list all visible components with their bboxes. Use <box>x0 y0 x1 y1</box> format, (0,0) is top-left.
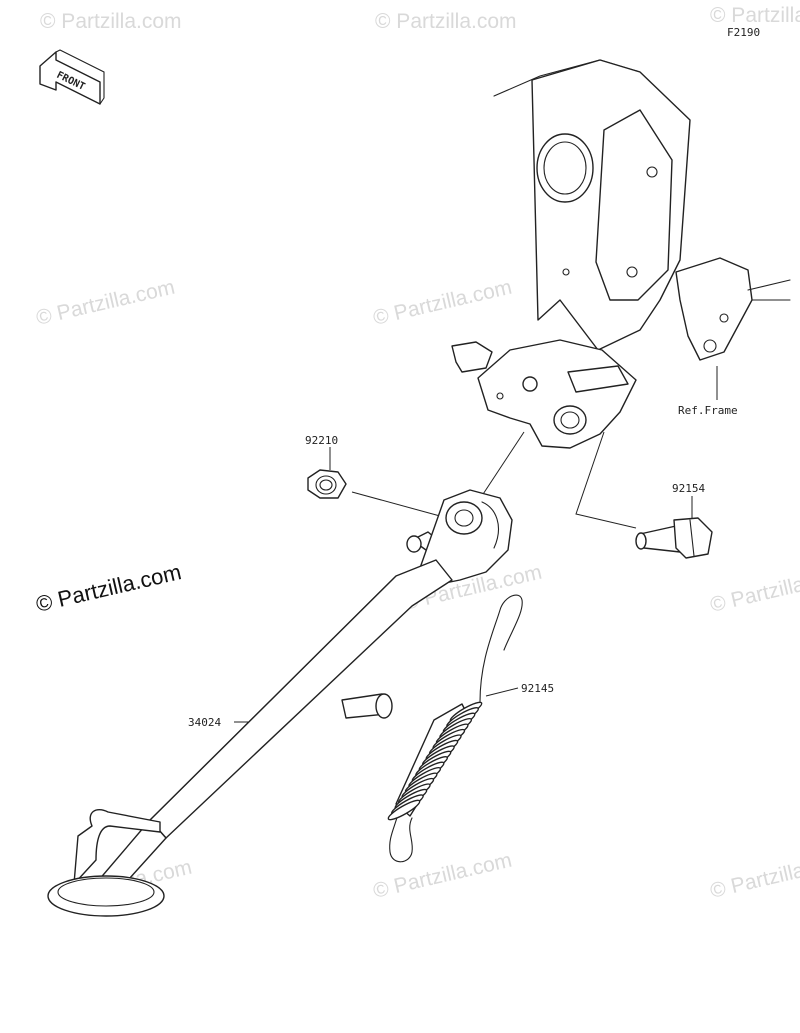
part-label-bolt: 92154 <box>672 482 705 495</box>
watermark-text: © Partzilla.com <box>40 10 182 33</box>
leader-line <box>485 687 519 697</box>
watermark-main: © Partzilla.com <box>34 559 184 617</box>
leader-line <box>575 431 637 529</box>
leader-line <box>351 491 441 517</box>
watermark-text: © Partzilla.com <box>710 4 800 27</box>
watermark-text: © Partzilla.com <box>375 10 517 33</box>
ref-frame-label: Ref.Frame <box>678 404 738 417</box>
watermark-text: © Partzilla.com <box>371 276 514 330</box>
front-arrow-icon: FRONT <box>39 49 105 105</box>
watermark-text: © Partzilla.com <box>708 849 800 903</box>
frame-icon <box>493 59 791 361</box>
part-label-nut: 92210 <box>305 434 338 447</box>
watermark-text: © Partzilla.com <box>34 276 177 330</box>
side-stand-icon <box>47 489 513 917</box>
watermark-text: © Partzilla.com <box>708 563 800 617</box>
part-label-side-stand: 34024 <box>188 716 221 729</box>
bracket-icon <box>451 339 637 449</box>
spring-icon <box>387 594 523 863</box>
diagram-code: F2190 <box>727 26 760 39</box>
part-label-spring: 92145 <box>521 682 554 695</box>
watermark-text: © Partzilla.com <box>371 849 514 903</box>
nut-icon <box>307 469 347 499</box>
bolt-icon <box>635 517 713 559</box>
spring-coil <box>387 799 421 821</box>
